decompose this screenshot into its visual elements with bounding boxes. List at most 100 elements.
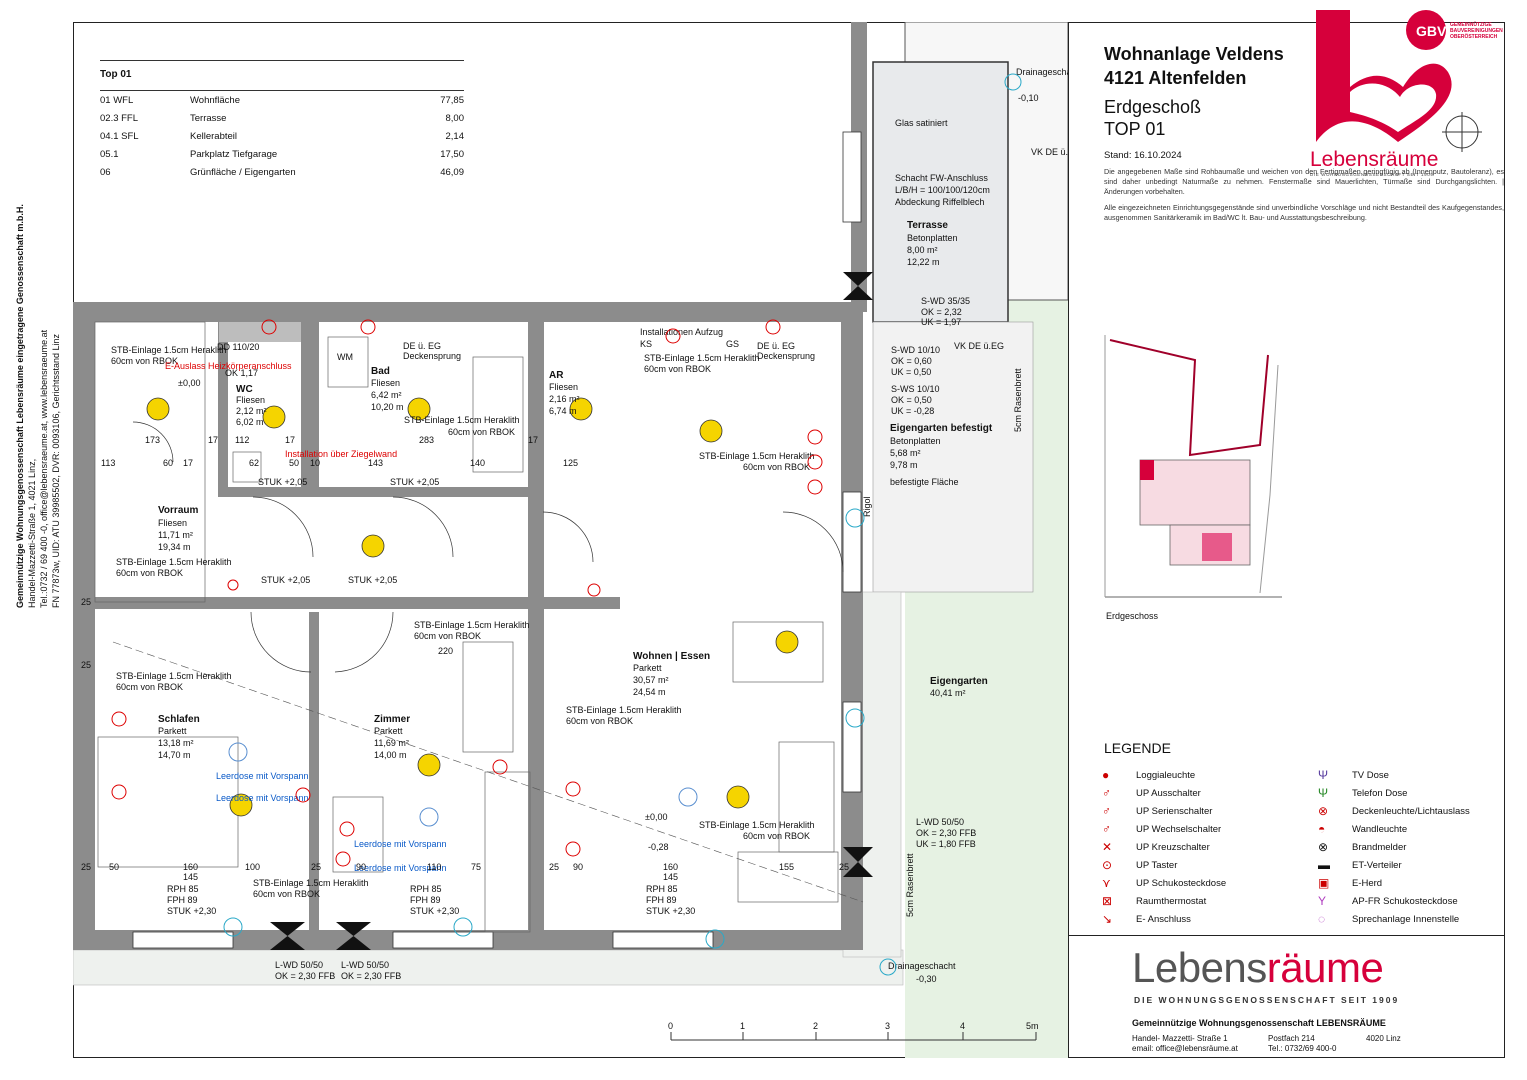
svg-text:62: 62 bbox=[249, 458, 259, 468]
svg-text:2: 2 bbox=[813, 1021, 818, 1031]
svg-text:L-WD 50/50: L-WD 50/50 bbox=[916, 817, 964, 827]
svg-text:75: 75 bbox=[471, 862, 481, 872]
svg-text:Fliesen: Fliesen bbox=[549, 382, 578, 392]
svg-text:11,71 m²: 11,71 m² bbox=[158, 530, 193, 540]
thermostat-symbols bbox=[228, 742, 698, 827]
svg-text:112: 112 bbox=[235, 435, 249, 445]
svg-text:25: 25 bbox=[81, 660, 91, 670]
toggle-switch-icon: ♂ bbox=[1102, 822, 1111, 836]
svg-text:6,42 m²: 6,42 m² bbox=[371, 390, 402, 400]
svg-text:25: 25 bbox=[839, 862, 849, 872]
area-table-title: Top 01 bbox=[100, 60, 464, 91]
svg-text:283: 283 bbox=[419, 435, 434, 445]
phone-socket-icon: Ψ bbox=[1318, 786, 1329, 800]
svg-text:Fliesen: Fliesen bbox=[158, 518, 187, 528]
socket-icon: ⋎ bbox=[1102, 876, 1111, 890]
svg-text:25: 25 bbox=[81, 862, 91, 872]
svg-text:5,68 m²: 5,68 m² bbox=[890, 448, 921, 458]
svg-text:befestigte Fläche: befestigte Fläche bbox=[890, 477, 959, 487]
svg-text:Drainageschacht: Drainageschacht bbox=[1016, 67, 1068, 77]
svg-text:140: 140 bbox=[470, 458, 485, 468]
svg-text:STUK +2,05: STUK +2,05 bbox=[261, 575, 310, 585]
svg-text:KS: KS bbox=[640, 339, 652, 349]
mini-map-label: Erdgeschoss bbox=[1106, 611, 1159, 621]
svg-text:Drainageschacht: Drainageschacht bbox=[888, 961, 956, 971]
project-title: Wohnanlage Veldens 4121 Altenfelden bbox=[1104, 44, 1284, 88]
north-arrow-icon bbox=[1442, 112, 1482, 152]
svg-text:60cm von RBOK: 60cm von RBOK bbox=[116, 682, 183, 692]
disclaimer-dimensions: Die angegebenen Maße sind Rohbaumaße und… bbox=[1104, 167, 1504, 196]
svg-text:Parkett: Parkett bbox=[158, 726, 187, 736]
cross-switch-icon: ✕ bbox=[1102, 840, 1113, 854]
svg-text:L/B/H = 100/100/120cm: L/B/H = 100/100/120cm bbox=[895, 185, 990, 195]
room-name: Eigengarten befestigt bbox=[890, 423, 993, 434]
room-name: Wohnen | Essen bbox=[633, 651, 710, 662]
floor-plan: WC Fliesen 2,12 m² 6,02 m Bad Fliesen 6,… bbox=[73, 22, 1068, 1058]
svg-text:2,16 m²: 2,16 m² bbox=[549, 394, 580, 404]
svg-text:173: 173 bbox=[145, 435, 160, 445]
svg-text:17: 17 bbox=[285, 435, 295, 445]
ceiling-lights bbox=[146, 397, 799, 817]
lebensraeume-logo-icon: GBV bbox=[1316, 10, 1452, 142]
svg-text:Deckensprung: Deckensprung bbox=[757, 351, 815, 361]
svg-text:S-WD 35/35: S-WD 35/35 bbox=[921, 296, 970, 306]
furniture bbox=[94, 321, 839, 933]
title-block: Wohnanlage Veldens 4121 Altenfelden Erdg… bbox=[1104, 42, 1504, 223]
footer-street: Handel- Mazzetti- Straße 1 bbox=[1132, 1034, 1228, 1043]
svg-text:FPH 89: FPH 89 bbox=[167, 895, 198, 905]
stove-icon: ▣ bbox=[1318, 876, 1330, 890]
svg-text:WM: WM bbox=[337, 352, 353, 362]
svg-text:6,74 m: 6,74 m bbox=[549, 406, 577, 416]
company-side-text: Gemeinnützige Wohnungsgenossenschaft Leb… bbox=[15, 204, 61, 608]
svg-text:VK DE ü.EG: VK DE ü.EG bbox=[1031, 147, 1068, 157]
room-name: AR bbox=[549, 370, 564, 381]
svg-text:-0,10: -0,10 bbox=[1018, 93, 1039, 103]
scale-bar: 0 1 2 3 4 5m bbox=[668, 1021, 1039, 1041]
svg-text:Deckensprung: Deckensprung bbox=[403, 351, 461, 361]
footer bbox=[1069, 935, 1505, 1059]
room-name: Terrasse bbox=[907, 220, 948, 231]
svg-text:OK = 2,30 FFB: OK = 2,30 FFB bbox=[275, 971, 335, 981]
legend-title: LEGENDE bbox=[1104, 740, 1171, 756]
svg-text:19,34 m: 19,34 m bbox=[158, 542, 191, 552]
svg-text:STUK +2,05: STUK +2,05 bbox=[348, 575, 397, 585]
svg-text:Fliesen: Fliesen bbox=[371, 378, 400, 388]
svg-text:UK = 1,97: UK = 1,97 bbox=[921, 317, 961, 327]
svg-text:60cm von RBOK: 60cm von RBOK bbox=[414, 631, 481, 641]
svg-text:OK = 0,60: OK = 0,60 bbox=[891, 356, 932, 366]
svg-text:FPH 89: FPH 89 bbox=[410, 895, 441, 905]
svg-text:Abdeckung Riffelblech: Abdeckung Riffelblech bbox=[895, 197, 984, 207]
svg-text:STB-Einlage 1.5cm Heraklith: STB-Einlage 1.5cm Heraklith bbox=[253, 878, 369, 888]
svg-text:Rigol: Rigol bbox=[862, 496, 872, 517]
svg-text:9,78 m: 9,78 m bbox=[890, 460, 918, 470]
svg-text:Installation über Ziegelwand: Installation über Ziegelwand bbox=[285, 449, 397, 459]
plan-date: Stand: 16.10.2024 bbox=[1104, 150, 1182, 161]
svg-text:UK = 1,80 FFB: UK = 1,80 FFB bbox=[916, 839, 976, 849]
footer-company: Gemeinnützige Wohnungsgenossenschaft LEB… bbox=[1132, 1018, 1386, 1028]
svg-text:Betonplatten: Betonplatten bbox=[890, 436, 941, 446]
svg-text:Leerdose mit Vorspann: Leerdose mit Vorspann bbox=[216, 793, 309, 803]
svg-text:STB-Einlage 1.5cm Heraklith: STB-Einlage 1.5cm Heraklith bbox=[566, 705, 682, 715]
legend-item: ♂UP Ausschalter bbox=[1102, 786, 1201, 800]
svg-text:Leerdose mit Vorspann: Leerdose mit Vorspann bbox=[354, 839, 447, 849]
switch-icon: ♂ bbox=[1102, 786, 1111, 800]
svg-text:11,69 m²: 11,69 m² bbox=[374, 738, 409, 748]
svg-text:Parkett: Parkett bbox=[374, 726, 403, 736]
svg-text:Betonplatten: Betonplatten bbox=[907, 233, 958, 243]
legend-item: ♂UP Wechselschalter bbox=[1102, 822, 1222, 836]
svg-text:125: 125 bbox=[563, 458, 578, 468]
svg-text:S-WD 10/10: S-WD 10/10 bbox=[891, 345, 940, 355]
paved-garden-area bbox=[872, 321, 1034, 593]
svg-text:50: 50 bbox=[289, 458, 299, 468]
svg-text:17: 17 bbox=[183, 458, 193, 468]
svg-text:OK = 2,30 FFB: OK = 2,30 FFB bbox=[916, 828, 976, 838]
svg-text:Leerdose mit Vorspann: Leerdose mit Vorspann bbox=[354, 863, 447, 873]
doors bbox=[132, 421, 844, 673]
svg-text:UK = 0,50: UK = 0,50 bbox=[891, 367, 931, 377]
svg-text:113: 113 bbox=[101, 458, 115, 468]
room-labels: WC Fliesen 2,12 m² 6,02 m Bad Fliesen 6,… bbox=[158, 220, 993, 760]
